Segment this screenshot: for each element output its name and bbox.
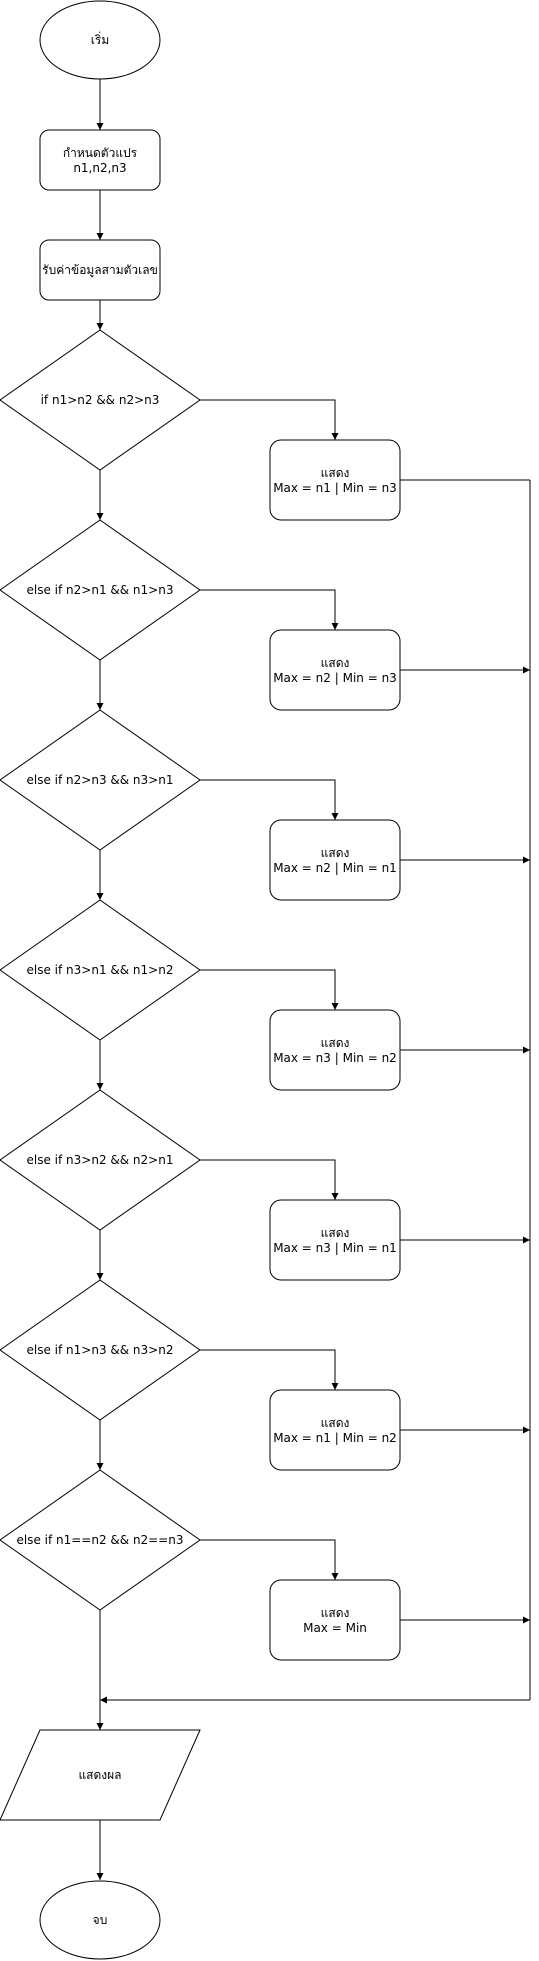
output-7-label-line2: Max = Min (303, 1621, 367, 1635)
output-1-box (269, 439, 401, 521)
output-2-label-line2: Max = n2 | Min = n3 (273, 671, 397, 685)
output-7-box (269, 1579, 401, 1661)
edge-condition-3-true (200, 779, 339, 820)
condition-1-label: if n1>n2 && n2>n3 (41, 393, 160, 407)
output-3-label-line2: Max = n2 | Min = n1 (273, 861, 397, 875)
output-4-label-line2: Max = n3 | Min = n2 (273, 1051, 397, 1065)
edge-condition-4-true (200, 969, 339, 1010)
output-5-label-line2: Max = n3 | Min = n1 (273, 1241, 397, 1255)
edge-condition-7-true (200, 1539, 339, 1580)
declare-label-line2: n1,n2,n3 (73, 161, 126, 175)
display-parallelogram (0, 1729, 201, 1821)
output-2-label-line1: แสดง (321, 656, 350, 670)
input-label: รับค่าข้อมูลสามตัวเลข (42, 263, 158, 278)
output-3-label-line1: แสดง (321, 846, 350, 860)
output-4-label-line1: แสดง (321, 1036, 350, 1050)
condition-2-label: else if n2>n1 && n1>n3 (27, 583, 174, 597)
output-5-box (269, 1199, 401, 1281)
output-6-label-line2: Max = n1 | Min = n2 (273, 1431, 397, 1445)
declare-label-line1: กำหนดตัวแปร (63, 146, 138, 160)
declare-variables-box (39, 129, 161, 191)
output-3-box (269, 819, 401, 901)
output-1-label-line1: แสดง (321, 466, 350, 480)
display-label: แสดงผล (78, 1768, 121, 1782)
condition-6-label: else if n1>n3 && n3>n2 (27, 1343, 174, 1357)
output-2-box (269, 629, 401, 711)
output-6-box (269, 1389, 401, 1471)
condition-7-label: else if n1==n2 && n2==n3 (16, 1533, 183, 1547)
condition-5-label: else if n3>n2 && n2>n1 (27, 1153, 174, 1167)
condition-4-label: else if n3>n1 && n1>n2 (27, 963, 174, 977)
edge-condition-1-true (200, 399, 339, 440)
edge-condition-2-true (200, 589, 339, 630)
edge-condition-5-true (200, 1159, 339, 1200)
start-label: เริ่ม (91, 31, 109, 47)
edge-condition-6-true (200, 1349, 339, 1390)
condition-3-label: else if n2>n3 && n3>n1 (27, 773, 174, 787)
output-6-label-line1: แสดง (321, 1416, 350, 1430)
end-label: จบ (93, 1913, 108, 1927)
output-5-label-line1: แสดง (321, 1226, 350, 1240)
output-1-label-line2: Max = n1 | Min = n3 (273, 481, 397, 495)
output-7-label-line1: แสดง (321, 1606, 350, 1620)
end-terminal (39, 1880, 161, 1960)
output-4-box (269, 1009, 401, 1091)
